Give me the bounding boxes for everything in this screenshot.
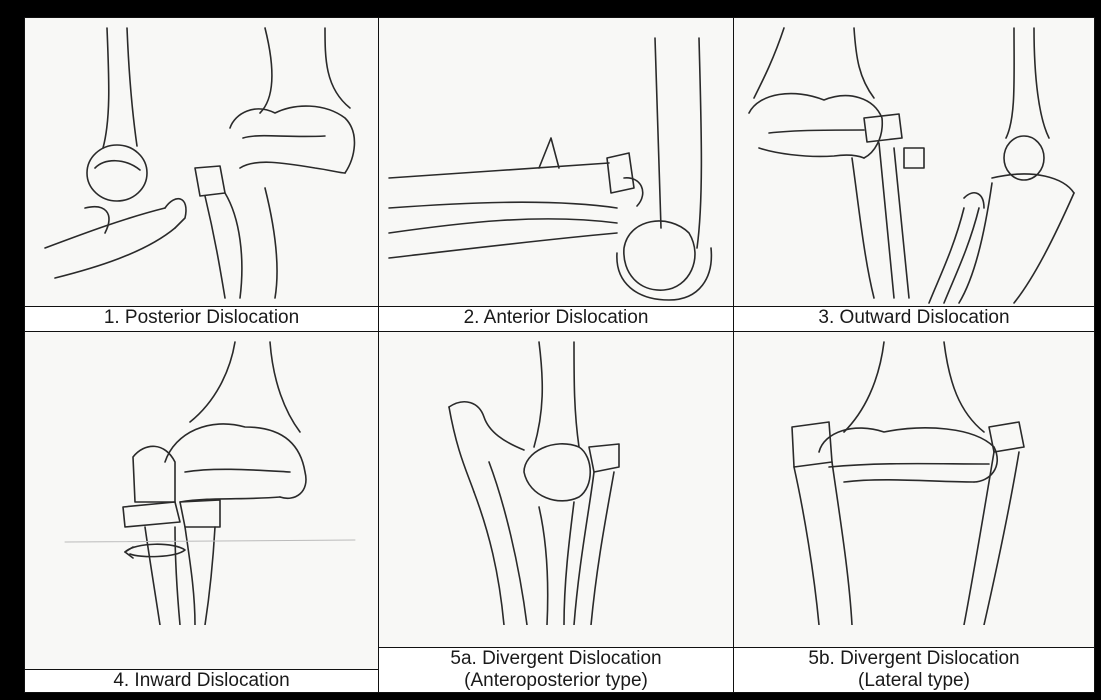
caption-subtext: (Anteroposterior type) [379,670,733,692]
caption-text: 1. Posterior Dislocation [25,307,378,329]
bone-sketch-divergent-ap-icon [379,332,734,625]
bone-sketch-anterior-icon [379,18,734,307]
divergent-ap-illustration [379,332,733,625]
bone-sketch-divergent-lateral-icon [734,332,1095,625]
panel-anterior: 2. Anterior Dislocation [379,17,734,332]
caption-text: 4. Inward Dislocation [25,670,378,692]
panel-outward: 3. Outward Dislocation [734,17,1095,332]
caption-text: 2. Anterior Dislocation [379,307,733,329]
posterior-dislocation-illustration [25,18,378,307]
caption-inward: 4. Inward Dislocation [25,669,378,692]
bone-sketch-posterior-icon [25,18,380,307]
inward-dislocation-illustration [25,332,378,625]
outward-dislocation-illustration [734,18,1094,307]
dislocation-grid: 1. Posterior Dislocation [24,17,1095,693]
caption-posterior: 1. Posterior Dislocation [25,306,378,331]
panel-divergent-lateral: 5b. Divergent Dislocation (Lateral type) [734,332,1095,693]
panel-inward: 4. Inward Dislocation [24,332,379,693]
panel-posterior: 1. Posterior Dislocation [24,17,379,332]
panel-divergent-ap: 5a. Divergent Dislocation (Anteroposteri… [379,332,734,693]
bone-sketch-outward-icon [734,18,1095,307]
caption-text: 5b. Divergent Dislocation [734,648,1094,670]
caption-divergent-ap: 5a. Divergent Dislocation (Anteroposteri… [379,647,733,692]
caption-divergent-lateral: 5b. Divergent Dislocation (Lateral type) [734,647,1094,692]
caption-text: 5a. Divergent Dislocation [379,648,733,670]
bone-sketch-inward-icon [25,332,380,625]
divergent-lateral-illustration [734,332,1094,625]
figure-sheet: 1. Posterior Dislocation [24,17,1095,693]
caption-outward: 3. Outward Dislocation [734,306,1094,331]
anterior-dislocation-illustration [379,18,733,307]
caption-subtext: (Lateral type) [734,670,1094,692]
caption-anterior: 2. Anterior Dislocation [379,306,733,331]
caption-text: 3. Outward Dislocation [734,307,1094,329]
